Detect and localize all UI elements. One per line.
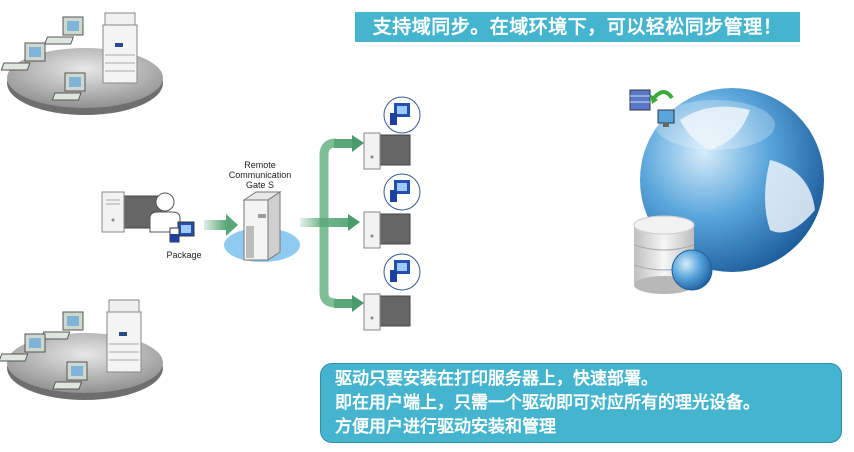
admin-pc-icon — [101, 191, 195, 243]
driver-deploy-line: 方便用户进行驱动安装和管理 — [335, 417, 556, 437]
driver-deploy-line: 驱动只要安装在打印服务器上，快速部署。 — [335, 369, 658, 389]
distribution-arrows-icon — [300, 135, 364, 312]
domain-sync-banner: 支持域同步。在域环境下，可以轻松同步管理！ — [355, 12, 800, 42]
client-pc-icon — [363, 253, 421, 331]
domain-sync-text: 支持域同步。在域环境下，可以轻松同步管理！ — [372, 16, 783, 38]
globe-database-icon — [629, 88, 824, 294]
office-network-bottom-icon — [0, 299, 163, 400]
user-icon — [149, 192, 181, 233]
server-label: Remote Communication Gate S — [225, 160, 295, 190]
arrow-to-server-icon — [204, 214, 238, 236]
client-pc-icon — [363, 96, 421, 170]
server-label-line: Remote — [244, 160, 276, 170]
server-label-line: Communication — [228, 170, 292, 180]
server-tower-icon — [224, 191, 300, 262]
server-label-line: Gate S — [245, 180, 274, 190]
driver-deploy-line: 即在用户端上，只需一个驱动即可对应所有的理光设备。 — [335, 393, 760, 413]
sync-server-icon — [629, 89, 675, 127]
driver-deploy-banner: 驱动只要安装在打印服务器上，快速部署。 即在用户端上，只需一个驱动即可对应所有的… — [320, 363, 842, 443]
client-pc-icon — [363, 173, 421, 249]
printer-icon — [102, 12, 138, 84]
pc-icon — [44, 16, 84, 45]
package-label: Package — [166, 250, 202, 260]
install-package-icon — [169, 221, 195, 243]
office-network-top-icon — [0, 12, 163, 115]
